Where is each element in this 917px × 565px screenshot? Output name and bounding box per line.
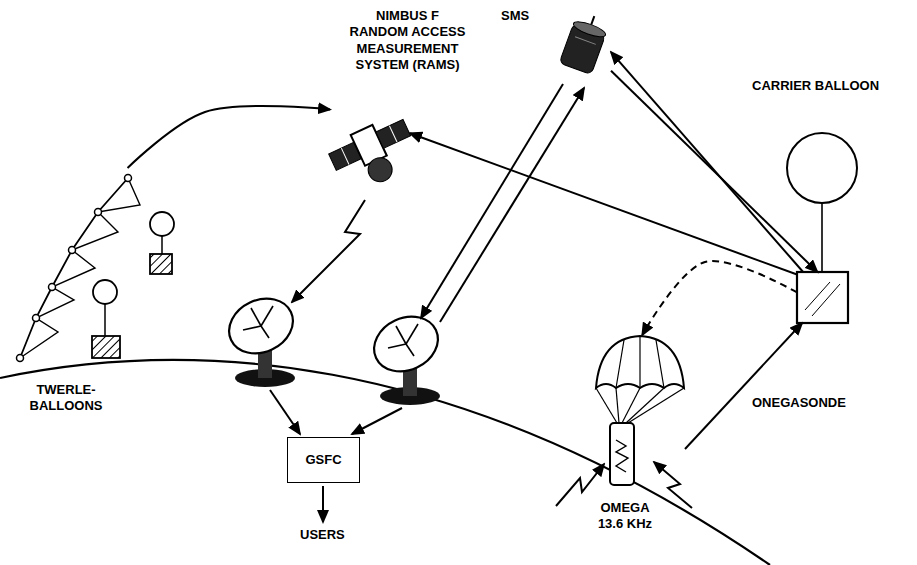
balloon-group-node: TWERLE- BALLOONS: [14, 168, 186, 362]
canopy-seam: [656, 340, 664, 388]
earth-surface: [0, 360, 770, 565]
shroud-line: [628, 388, 684, 423]
drum-band: [575, 37, 596, 45]
dropsonde: [610, 423, 634, 485]
panel-grid: [389, 126, 397, 142]
node-label: ONEGASONDE: [750, 395, 848, 411]
satellite-sensor: [364, 154, 396, 186]
trajectory-point: [69, 247, 76, 254]
balloon-node: CARRIER BALLOON: [797, 272, 848, 323]
trajectory-point: [33, 315, 40, 322]
link-arrow: [410, 133, 797, 274]
balloon-tether: [104, 304, 106, 336]
nimbus-satellite: [325, 112, 423, 197]
box-text: GSFC: [305, 452, 341, 468]
panel-grid: [341, 148, 349, 164]
signal-label: OMEGA 13.6 KHz: [588, 500, 662, 533]
gondola: [797, 272, 848, 323]
satellite-node: NIMBUS F RANDOM ACCESS MEASUREMENT SYSTE…: [330, 100, 410, 195]
satellite-node: SMS: [553, 18, 611, 80]
shroud-line: [616, 388, 619, 423]
shroud-line: [596, 388, 617, 423]
parachute-canopy: [596, 336, 684, 388]
link-arrow: [611, 71, 817, 272]
trajectory-point: [49, 284, 56, 291]
balloon-payload: [150, 254, 172, 274]
sonde-node: ONEGASONDE: [590, 335, 685, 487]
users-arrow: [322, 486, 324, 522]
gondola-shading: [805, 282, 830, 310]
endpoint-label: USERS: [298, 527, 347, 543]
trajectory-point: [95, 209, 102, 216]
gondola-shading: [812, 284, 840, 316]
uplink-arrow: [440, 88, 584, 322]
dashed-arrow: [642, 261, 797, 335]
node-label: NIMBUS F RANDOM ACCESS MEASUREMENT SYSTE…: [345, 8, 470, 73]
node-label: CARRIER BALLOON: [750, 78, 881, 94]
parachute-lines: [596, 337, 684, 423]
trajectory-zigzag: [20, 178, 140, 358]
trajectory-point: [125, 175, 132, 182]
ground-antenna: [365, 306, 447, 405]
satellite-antenna: [591, 16, 594, 24]
link-arrow: [685, 323, 802, 449]
canopy-seam: [639, 337, 640, 388]
balloon-tether: [821, 203, 823, 271]
satellite-top: [572, 19, 607, 40]
carrier-balloon-envelope: [787, 133, 857, 203]
trajectory-line: [20, 178, 128, 358]
sonde-detail: [616, 440, 628, 472]
node-label: TWERLE- BALLOONS: [14, 382, 118, 415]
node-label: SMS: [499, 8, 531, 24]
balloon: [93, 280, 117, 304]
balloon-tether: [161, 236, 163, 254]
data-arrow: [270, 390, 300, 434]
trajectory-points: [17, 175, 132, 362]
shroud-line: [626, 388, 664, 423]
balloon: [150, 212, 174, 236]
link-arrow: [128, 106, 330, 168]
radio-link: [292, 200, 365, 302]
solar-panel: [376, 119, 411, 148]
data-arrow: [352, 408, 402, 434]
balloon-payload: [92, 336, 120, 358]
ground-antenna: [220, 288, 302, 387]
downlink-arrow: [421, 84, 563, 318]
trajectory-point: [17, 355, 24, 362]
process-box: GSFC: [287, 437, 360, 483]
canopy-seam: [616, 340, 624, 388]
sms-satellite: [559, 10, 610, 74]
